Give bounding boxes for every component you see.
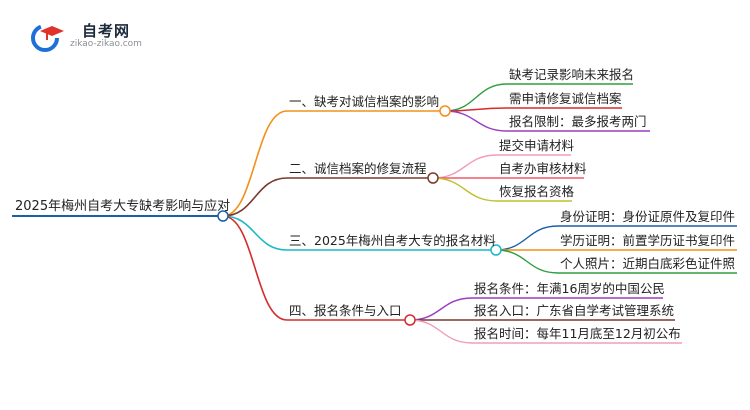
root-node-circle: [217, 210, 229, 222]
leaf-connector-2-3: [432, 177, 498, 202]
branch-node-circle-1: [439, 105, 451, 117]
branch-node-circle-4: [404, 314, 416, 326]
leaf-connector-1-1: [444, 83, 508, 112]
leaf-node-3-2: 学历证明：前置学历证书复印件: [560, 233, 736, 248]
leaf-node-4-2: 报名入口：广东省自学考试管理系统: [474, 303, 675, 318]
leaf-connector-1-3: [444, 110, 508, 132]
leaf-connector-3-3: [495, 249, 559, 274]
leaf-node-1-2: 需申请修复诚信档案: [509, 91, 622, 106]
leaf-connector-3-1: [495, 225, 559, 251]
branch-node-circle-2: [427, 172, 439, 184]
leaf-node-2-3: 恢复报名资格: [499, 184, 575, 199]
graduation-cap-logo-icon: [31, 24, 64, 52]
leaf-connector-4-3: [409, 319, 473, 344]
logo-url: zikao-zikao.com: [70, 39, 142, 49]
leaf-node-4-1: 报名条件：年满16周岁的中国公民: [474, 281, 665, 296]
branch-node-1: 一、缺考对诚信档案的影响: [289, 94, 440, 109]
branch-connector-1: [222, 110, 288, 217]
leaf-node-1-3: 报名限制：最多报考两门: [509, 114, 647, 129]
leaf-connector-4-1: [409, 297, 473, 321]
leaf-node-3-3: 个人照片：近期白底彩色证件照: [560, 256, 736, 271]
leaf-connector-2-1: [432, 154, 498, 179]
branch-node-circle-3: [490, 244, 502, 256]
branch-node-4: 四、报名条件与入口: [289, 303, 402, 318]
branch-node-3: 三、2025年梅州自考大专的报名材料: [289, 233, 496, 248]
leaf-node-4-3: 报名时间：每年11月底至12月初公布: [474, 326, 681, 341]
branch-node-2: 二、诚信档案的修复流程: [289, 161, 427, 176]
leaf-node-2-2: 自考办审核材料: [499, 161, 587, 176]
branch-connector-2: [222, 177, 288, 217]
branch-connector-4: [222, 215, 288, 321]
branch-connector-3: [222, 215, 288, 251]
logo-title: 自考网: [82, 22, 131, 40]
root-node-label: 2025年梅州自考大专缺考影响与应对: [15, 199, 231, 214]
site-logo[interactable]: 自考网 zikao-zikao.com: [30, 18, 170, 54]
leaf-node-2-1: 提交申请材料: [499, 138, 575, 153]
leaf-node-1-1: 缺考记录影响未来报名: [509, 67, 635, 82]
leaf-node-3-1: 身份证明：身份证原件及复印件: [560, 209, 736, 224]
